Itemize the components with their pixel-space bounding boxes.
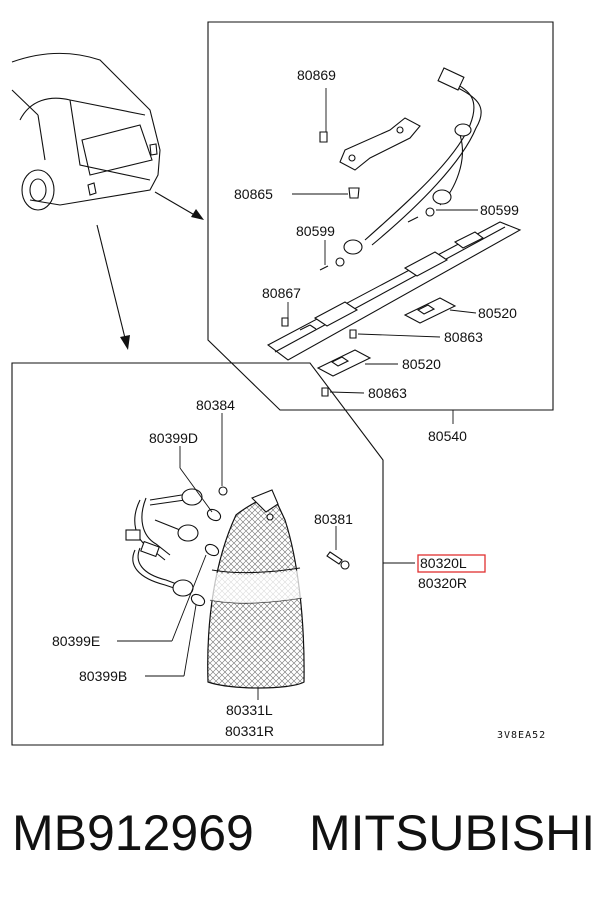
callout-80381: 80381: [314, 511, 353, 527]
brand-name: MITSUBISHI: [309, 805, 596, 861]
bottom-leader-lines: [117, 413, 415, 700]
license-lamp-lower: [316, 349, 372, 377]
callout-80540: 80540: [428, 428, 467, 444]
license-lamp-upper: [403, 297, 457, 324]
callout-80520-upper: 80520: [478, 305, 517, 321]
license-lamp-panel: 80869 80865 80599 80599 80867 80520 8086…: [207, 21, 554, 444]
screw-icon: [349, 329, 357, 339]
license-garnish: [266, 221, 522, 361]
lamp-bracket: [319, 117, 421, 199]
callout-arrows: [96, 191, 204, 350]
drawing-code: 3V8EA52: [497, 730, 546, 741]
callout-80599-right: 80599: [480, 202, 519, 218]
callout-80863-upper: 80863: [444, 329, 483, 345]
callout-80331l: 80331L: [226, 702, 273, 718]
screw-icon: [321, 387, 329, 397]
callout-80599-left: 80599: [296, 223, 335, 239]
callout-80320l: 80320L: [420, 555, 467, 571]
footer: MB912969 MITSUBISHI: [0, 800, 600, 880]
highlight-box: [417, 554, 486, 573]
tail-lamp-panel: 80384 80399D 80381 80320L 80320R 80399E …: [11, 362, 486, 746]
screw-head-icon: [340, 560, 350, 570]
callout-80399d: 80399D: [149, 430, 198, 446]
callout-80399b: 80399B: [79, 668, 127, 684]
callout-80384: 80384: [196, 397, 235, 413]
callout-80520-lower: 80520: [402, 356, 441, 372]
tail-lamp-lens: [207, 489, 305, 689]
tail-lamp-harness: [125, 486, 228, 607]
callout-80867: 80867: [262, 285, 301, 301]
callout-80331r: 80331R: [225, 723, 274, 739]
callout-80869: 80869: [297, 67, 336, 83]
callout-80865: 80865: [234, 186, 273, 202]
vehicle-rear-sketch: [11, 52, 161, 211]
callout-80320r: 80320R: [418, 575, 467, 591]
callout-80863-lower: 80863: [368, 385, 407, 401]
screw-icon: [326, 551, 343, 565]
callout-80399e: 80399E: [52, 633, 100, 649]
top-leader-lines: [287, 88, 478, 424]
lamp-harness: [319, 67, 482, 271]
part-number: MB912969: [12, 805, 254, 861]
